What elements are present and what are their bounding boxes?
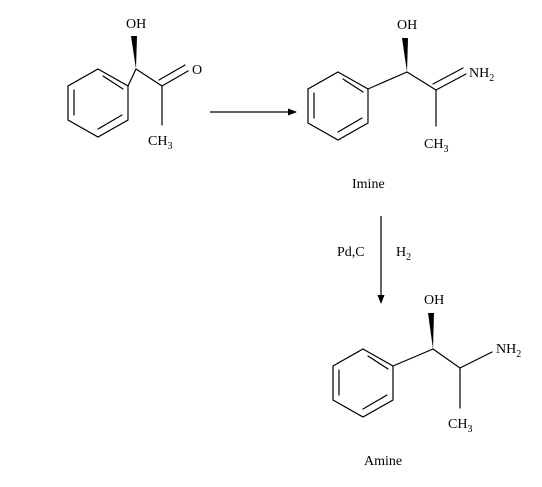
catalyst-label: Pd,C	[337, 245, 365, 260]
imine-double-bond-a	[435, 73, 467, 91]
hydroxyl-label: OH	[126, 17, 146, 32]
imine-double-bond-b	[432, 67, 464, 85]
hydroxyl-label: OH	[424, 293, 444, 308]
amine-nh2-label: NH2	[496, 342, 521, 360]
amine-molecule: OH NH2 CH3 Amine	[332, 293, 521, 469]
benzene-ring	[307, 71, 369, 141]
wedge-bond	[131, 36, 137, 69]
amine-bond	[459, 351, 493, 369]
wedge-bond	[402, 38, 408, 72]
oxygen-label: O	[192, 63, 202, 78]
chiral-to-amine-carbon-bond	[432, 348, 461, 369]
chiral-to-carbonyl-bond	[135, 68, 163, 87]
amine-caption: Amine	[364, 454, 402, 469]
methyl-label: CH3	[148, 134, 172, 152]
reagent-label: H2	[396, 245, 411, 263]
imine-caption: Imine	[352, 177, 385, 192]
hydroxyl-label: OH	[397, 18, 417, 33]
ketone-molecule: OH O CH3	[67, 17, 202, 152]
ring-to-chiral-bond	[367, 71, 408, 90]
methyl-label: CH3	[424, 137, 448, 155]
ring-to-chiral-bond	[392, 348, 434, 367]
ring-to-chiral-bond-2	[127, 68, 137, 87]
benzene-ring	[332, 348, 394, 418]
chiral-to-imine-bond	[406, 71, 437, 91]
carbonyl-double-bond-a	[161, 70, 189, 87]
imine-nh2-label: NH2	[469, 66, 494, 84]
carbonyl-double-bond-b	[158, 64, 186, 81]
methyl-label: CH3	[448, 417, 472, 435]
wedge-bond	[428, 313, 434, 349]
benzene-ring	[67, 68, 129, 138]
imine-molecule: OH NH2 CH3 Imine	[307, 18, 494, 192]
